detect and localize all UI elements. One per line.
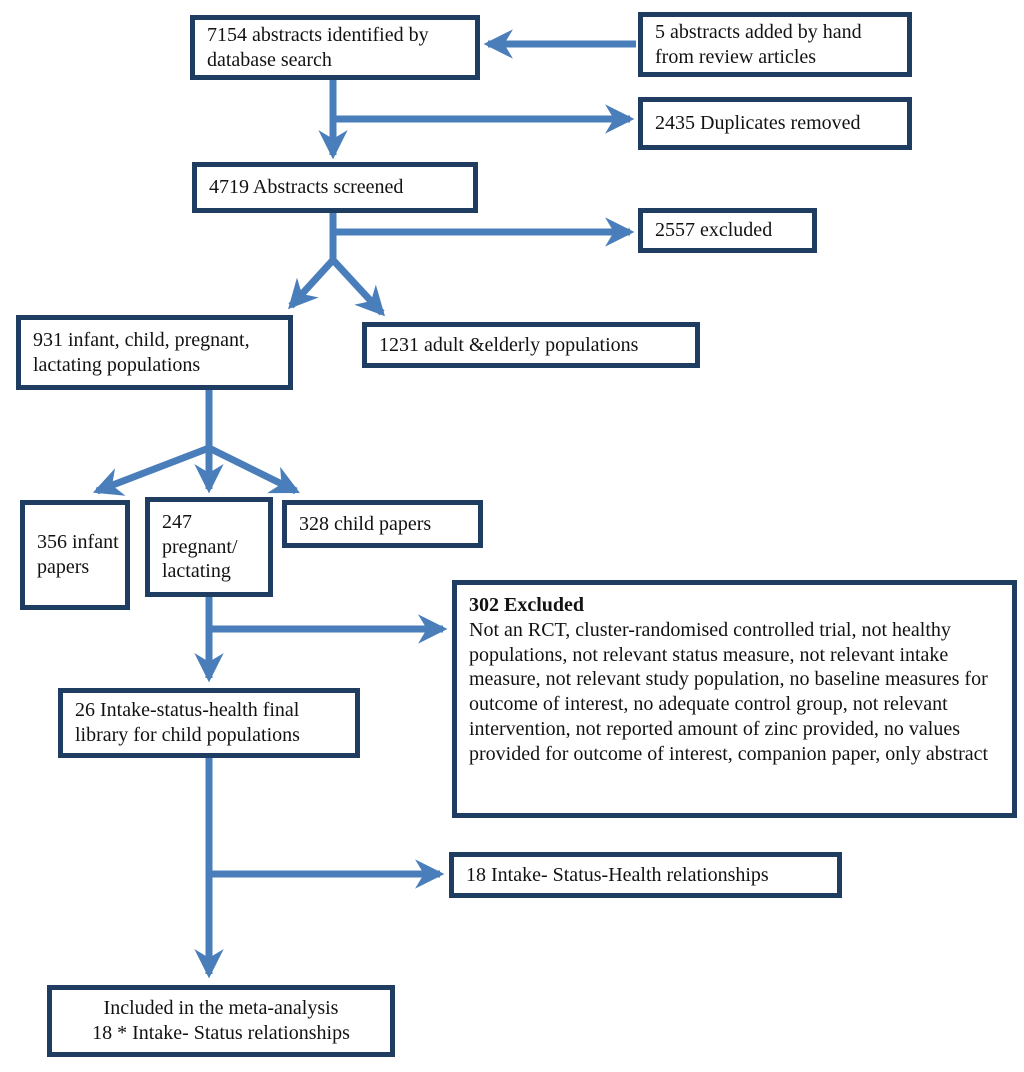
flow-arrow <box>92 444 211 496</box>
node-label: 247 pregnant/ lactating <box>162 510 238 583</box>
flow-arrow <box>207 444 300 495</box>
node-hand-added: 5 abstracts added by hand from review ar… <box>638 12 912 77</box>
flow-arrow <box>288 257 336 310</box>
node-label: 2435 Duplicates removed <box>655 112 861 135</box>
node-infant-papers: 356 infant papers <box>20 500 130 610</box>
node-body: Not an RCT, cluster-randomised controlle… <box>469 618 989 765</box>
node-label: 2557 excluded <box>655 219 773 242</box>
node-relationships: 18 Intake- Status-Health relationships <box>449 852 842 898</box>
node-excluded-detail: 302 Excluded Not an RCT, cluster-randomi… <box>452 580 1017 818</box>
node-label: 931 infant, child, pregnant, lactating p… <box>33 328 250 376</box>
node-abstracts-screened: 4719 Abstracts screened <box>192 162 478 213</box>
node-label-line2: 18 * Intake- Status relationships <box>92 1022 350 1044</box>
node-label: 328 child papers <box>299 512 432 535</box>
node-label-line1: Included in the meta-analysis <box>103 997 339 1020</box>
flow-arrow <box>330 257 385 317</box>
node-adult-elderly: 1231 adult &elderly populations <box>362 322 700 368</box>
node-final-library: 26 Intake-status-health final library fo… <box>58 688 360 758</box>
node-label: 4719 Abstracts screened <box>209 176 404 199</box>
node-meta-analysis: Included in the meta-analysis 18 * Intak… <box>47 985 395 1057</box>
node-child-papers: 328 child papers <box>282 500 483 548</box>
node-duplicates-removed: 2435 Duplicates removed <box>638 97 912 150</box>
node-title: 302 Excluded <box>469 594 585 616</box>
node-label: 26 Intake-status-health final library fo… <box>75 699 300 746</box>
node-label: 7154 abstracts identified by database se… <box>207 23 429 71</box>
node-label: 5 abstracts added by hand from review ar… <box>655 20 862 68</box>
node-infant-child-pregnant: 931 infant, child, pregnant, lactating p… <box>16 315 293 390</box>
node-excluded-screening: 2557 excluded <box>638 208 817 253</box>
node-label: 356 infant papers <box>37 531 119 578</box>
node-label: 1231 adult &elderly populations <box>379 333 639 356</box>
node-label: 18 Intake- Status-Health relationships <box>466 863 769 886</box>
node-pregnant-lactating: 247 pregnant/ lactating <box>145 497 273 597</box>
node-abstracts-identified: 7154 abstracts identified by database se… <box>190 15 480 80</box>
